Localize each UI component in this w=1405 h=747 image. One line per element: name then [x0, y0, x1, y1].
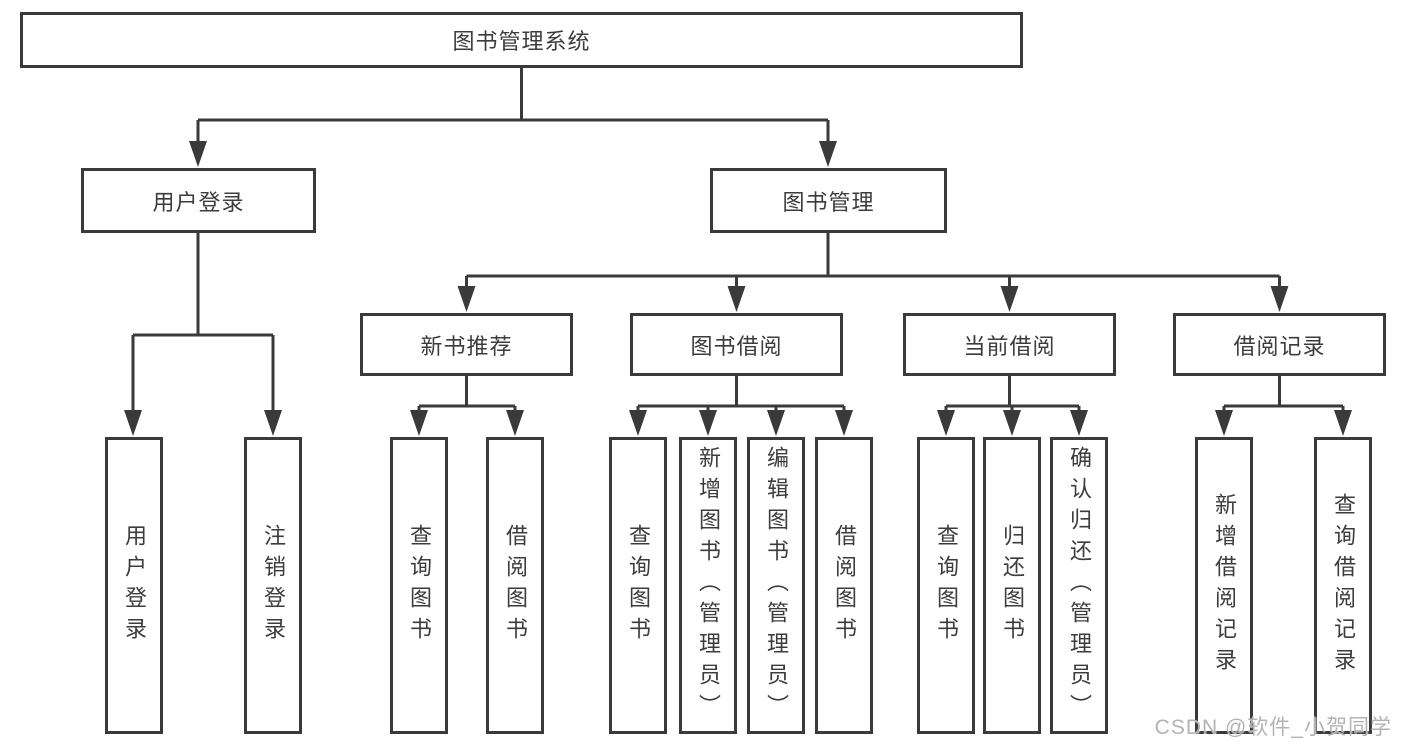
node-current-borrowing: 当前借阅	[903, 313, 1116, 376]
leaf-label: 借阅图书	[503, 523, 528, 648]
leaf-label: 新增图书（管理员）	[696, 446, 721, 725]
edge-borrowing-to-leaves	[629, 376, 853, 436]
leaf-label: 查询借阅记录	[1331, 492, 1356, 679]
leaf-return-books: 归还图书	[983, 437, 1041, 734]
leaf-label: 借阅图书	[832, 523, 857, 648]
node-label: 借阅记录	[1233, 333, 1326, 359]
node-label: 当前借阅	[963, 333, 1056, 359]
edge-user-login-to-leaves	[124, 233, 282, 436]
leaf-borrow-books-borrowing: 借阅图书	[815, 437, 873, 734]
leaf-user-login: 用户登录	[105, 437, 163, 734]
leaf-label: 注销登录	[261, 523, 286, 648]
node-label: 图书借阅	[690, 333, 783, 359]
edge-root-to-level2	[189, 68, 837, 167]
leaf-label: 用户登录	[122, 523, 147, 648]
edge-records-to-leaves	[1215, 376, 1352, 436]
leaf-query-books-recommend: 查询图书	[390, 437, 448, 734]
leaf-confirm-return-admin: 确认归还（管理员）	[1050, 437, 1108, 734]
leaf-label: 查询图书	[407, 523, 432, 648]
edge-current-to-leaves	[937, 376, 1088, 436]
node-book-borrowing: 图书借阅	[630, 313, 843, 376]
edge-recommend-to-leaves	[410, 376, 524, 436]
leaf-add-borrow-record: 新增借阅记录	[1195, 437, 1253, 734]
leaf-query-books-borrowing: 查询图书	[609, 437, 667, 734]
node-borrowing-records: 借阅记录	[1173, 313, 1386, 376]
leaf-query-borrow-record: 查询借阅记录	[1314, 437, 1372, 734]
node-label: 新书推荐	[420, 333, 513, 359]
leaf-label: 新增借阅记录	[1212, 492, 1237, 679]
node-user-login: 用户登录	[81, 168, 316, 233]
leaf-add-books-admin: 新增图书（管理员）	[679, 437, 737, 734]
node-new-book-recommendation: 新书推荐	[360, 313, 573, 376]
edge-book-mgmt-to-level3	[457, 233, 1289, 312]
node-book-management: 图书管理	[710, 168, 947, 233]
leaf-label: 归还图书	[1000, 523, 1025, 648]
node-label: 图书管理系统	[452, 29, 591, 54]
node-library-management-system: 图书管理系统	[20, 12, 1023, 68]
leaf-label: 确认归还（管理员）	[1067, 446, 1092, 725]
leaf-query-books-current: 查询图书	[917, 437, 975, 734]
node-label: 用户登录	[152, 189, 245, 215]
leaf-borrow-books-recommend: 借阅图书	[486, 437, 544, 734]
leaf-label: 编辑图书（管理员）	[764, 446, 789, 725]
node-label: 图书管理	[782, 189, 875, 215]
leaf-logout: 注销登录	[244, 437, 302, 734]
csdn-watermark: CSDN @软件_小贺同学	[1154, 716, 1392, 739]
leaf-edit-books-admin: 编辑图书（管理员）	[747, 437, 805, 734]
leaf-label: 查询图书	[626, 523, 651, 648]
leaf-label: 查询图书	[934, 523, 959, 648]
